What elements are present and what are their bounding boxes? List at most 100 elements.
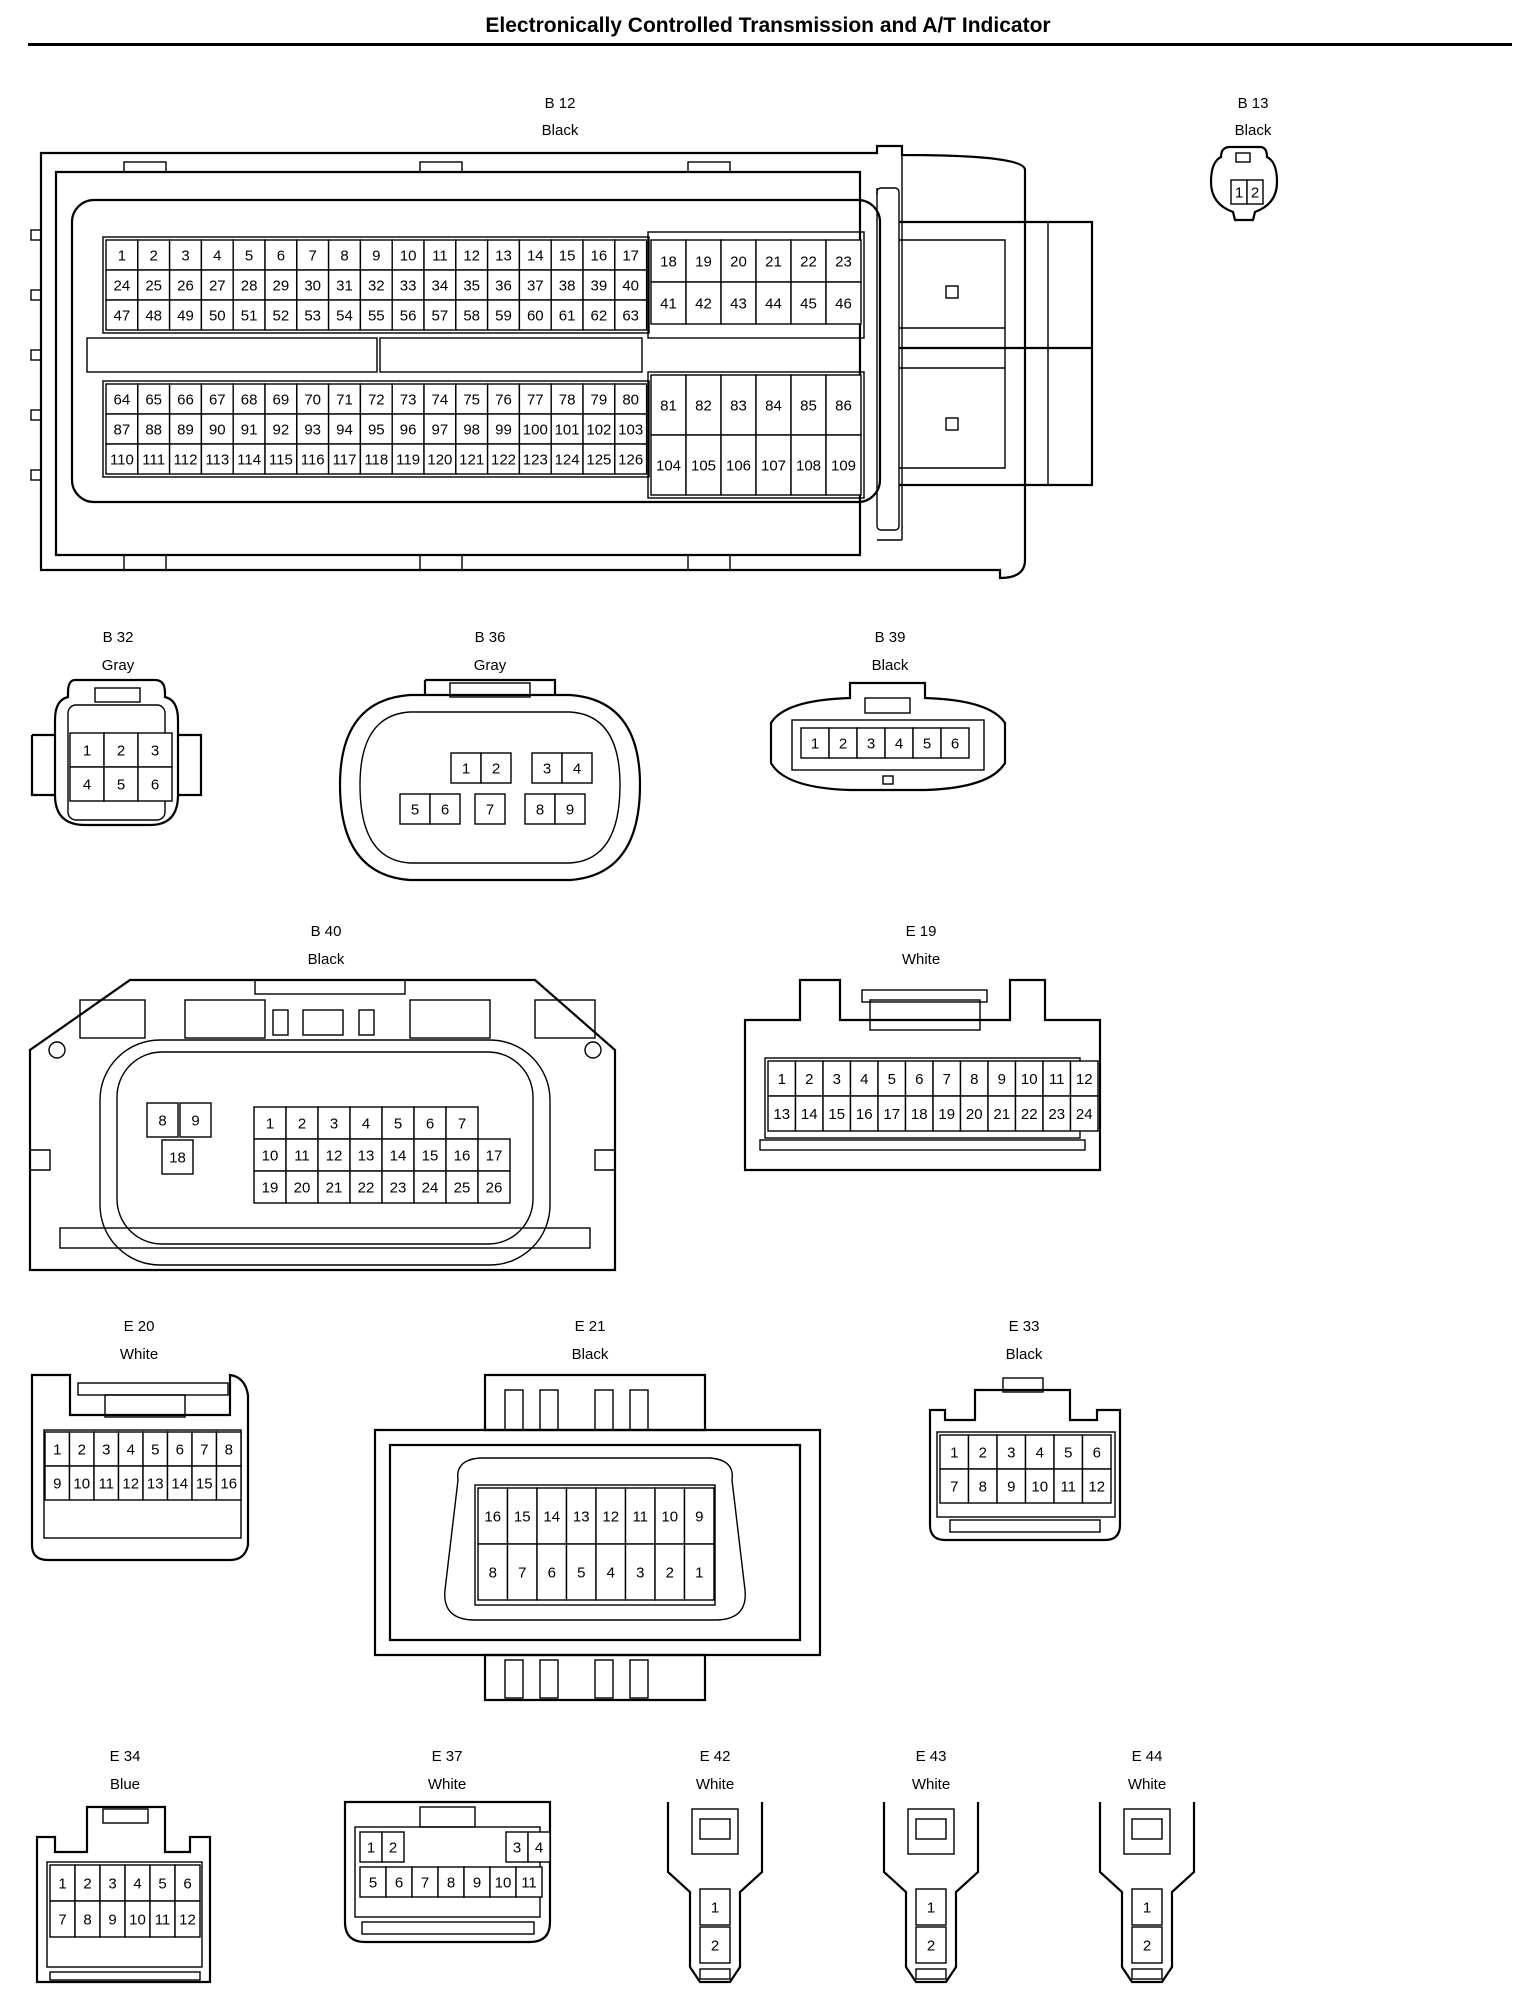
b12-pin-52: 52 bbox=[273, 308, 290, 325]
b12-pin-23-cell bbox=[825, 239, 862, 283]
b12-pin-67-cell bbox=[200, 383, 234, 415]
e20-pin-12-cell bbox=[117, 1465, 144, 1501]
b12-pin-42-cell bbox=[685, 281, 722, 325]
b40-pin-3: 3 bbox=[330, 1116, 338, 1133]
e19-pin-24: 24 bbox=[1076, 1106, 1093, 1123]
b12-pin-125-cell bbox=[582, 443, 616, 475]
e37-pin-2-cell bbox=[381, 1831, 405, 1863]
e34-pin-4: 4 bbox=[133, 1876, 141, 1893]
b12-pin-6-cell bbox=[264, 239, 298, 271]
b12-pin-51: 51 bbox=[241, 308, 258, 325]
b32-pin-5-cell bbox=[103, 766, 139, 802]
e34-pin-6: 6 bbox=[183, 1876, 191, 1893]
e20-pin-1-cell bbox=[44, 1431, 71, 1467]
b40-pin-2: 2 bbox=[298, 1116, 306, 1133]
b12-pin-81: 81 bbox=[660, 398, 677, 415]
b12-pin-45-cell bbox=[790, 281, 827, 325]
connector-id-e42: E 42 bbox=[699, 1748, 731, 1765]
e20-pin-15-cell bbox=[191, 1465, 218, 1501]
b12-pin-118: 118 bbox=[364, 452, 388, 469]
e37-pin-10-cell bbox=[489, 1866, 517, 1898]
b12-pin-105-cell bbox=[685, 434, 722, 496]
e20-pin-10-cell bbox=[68, 1465, 95, 1501]
e19-pin-16: 16 bbox=[856, 1106, 873, 1123]
connector-id-b12: B 12 bbox=[544, 95, 576, 112]
b32-pin-5: 5 bbox=[117, 777, 125, 794]
e20-pin-14-cell bbox=[166, 1465, 193, 1501]
b12-pin-39: 39 bbox=[591, 278, 608, 295]
b12-pin-95: 95 bbox=[368, 422, 385, 439]
e34-pin-11: 11 bbox=[155, 1912, 171, 1929]
e19-pin-1-cell bbox=[767, 1060, 797, 1097]
b12-pin-18: 18 bbox=[660, 254, 677, 271]
b12-pin-12: 12 bbox=[463, 248, 480, 265]
e19-pin-18: 18 bbox=[911, 1106, 928, 1123]
b12-pin-11: 11 bbox=[432, 248, 448, 265]
b40-pin-12: 12 bbox=[326, 1148, 343, 1165]
b12-pin-92: 92 bbox=[273, 422, 290, 439]
b12-pin-106-cell bbox=[720, 434, 757, 496]
b40-pin-20-cell bbox=[285, 1170, 319, 1204]
b40-pin-6: 6 bbox=[426, 1116, 434, 1133]
b12-pin-17-cell bbox=[614, 239, 648, 271]
b12-pin-88: 88 bbox=[145, 422, 162, 439]
e20-pin-13-cell bbox=[142, 1465, 169, 1501]
e34-pin-8: 8 bbox=[83, 1912, 91, 1929]
b36-pin-4: 4 bbox=[573, 761, 581, 778]
e20-pin-5-cell bbox=[142, 1431, 169, 1467]
b12-pin-70: 70 bbox=[304, 392, 321, 409]
connector-id-b36: B 36 bbox=[474, 629, 506, 646]
b12-pin-43: 43 bbox=[730, 296, 747, 313]
e37-pin-3: 3 bbox=[513, 1840, 521, 1857]
b12-pin-53: 53 bbox=[304, 308, 321, 325]
e34-pin-7-cell bbox=[49, 1900, 76, 1938]
b40-pin-17-cell bbox=[477, 1138, 511, 1172]
b12-pin-110: 110 bbox=[110, 452, 134, 469]
b32-pin-6: 6 bbox=[151, 777, 159, 794]
b12-pin-5: 5 bbox=[245, 248, 253, 265]
e37-pin-8: 8 bbox=[447, 1875, 455, 1892]
b40-pin-23: 23 bbox=[390, 1180, 407, 1197]
e20-pin-8: 8 bbox=[225, 1442, 233, 1459]
b12-pin-97-cell bbox=[423, 413, 457, 445]
e21-pin-1: 1 bbox=[695, 1565, 703, 1582]
b12-pin-62: 62 bbox=[591, 308, 608, 325]
b40-pin-17: 17 bbox=[486, 1148, 503, 1165]
b12-pin-57-cell bbox=[423, 299, 457, 331]
b12-pin-113: 113 bbox=[205, 452, 229, 469]
b12-pin-38: 38 bbox=[559, 278, 576, 295]
b12-pin-109: 109 bbox=[831, 458, 856, 475]
b12-pin-104: 104 bbox=[656, 458, 681, 475]
e19-pin-15: 15 bbox=[828, 1106, 845, 1123]
e20-pin-16: 16 bbox=[220, 1476, 237, 1493]
b12-pin-33: 33 bbox=[400, 278, 417, 295]
e33-pin-6: 6 bbox=[1093, 1445, 1101, 1462]
b36-pin-1: 1 bbox=[462, 761, 470, 778]
b12-pin-98-cell bbox=[455, 413, 489, 445]
b12-pin-21-cell bbox=[755, 239, 792, 283]
b40-pin-9-cell bbox=[179, 1102, 212, 1138]
e19-pin-1: 1 bbox=[778, 1071, 786, 1088]
e19-pin-24-cell bbox=[1069, 1095, 1099, 1132]
connector-color-e19: White bbox=[901, 951, 941, 968]
e33-pin-9: 9 bbox=[1007, 1479, 1015, 1496]
b12-pin-115-cell bbox=[264, 443, 298, 475]
e20-pin-15: 15 bbox=[196, 1476, 213, 1493]
page-title: Electronically Controlled Transmission a… bbox=[485, 14, 1051, 37]
b12-pin-72: 72 bbox=[368, 392, 385, 409]
b12-pin-84: 84 bbox=[765, 398, 782, 415]
b40-pin-13: 13 bbox=[358, 1148, 375, 1165]
b12-pin-99: 99 bbox=[495, 422, 512, 439]
b40-pin-22: 22 bbox=[358, 1180, 375, 1197]
b12-pin-108-cell bbox=[790, 434, 827, 496]
e21-pin-3: 3 bbox=[636, 1565, 644, 1582]
b12-pin-40: 40 bbox=[622, 278, 639, 295]
b12-pin-64: 64 bbox=[114, 392, 131, 409]
b12-pin-67: 67 bbox=[209, 392, 226, 409]
b12-pin-36: 36 bbox=[495, 278, 512, 295]
e43-pin-2: 2 bbox=[927, 1938, 935, 1955]
e20-pin-6-cell bbox=[166, 1431, 193, 1467]
